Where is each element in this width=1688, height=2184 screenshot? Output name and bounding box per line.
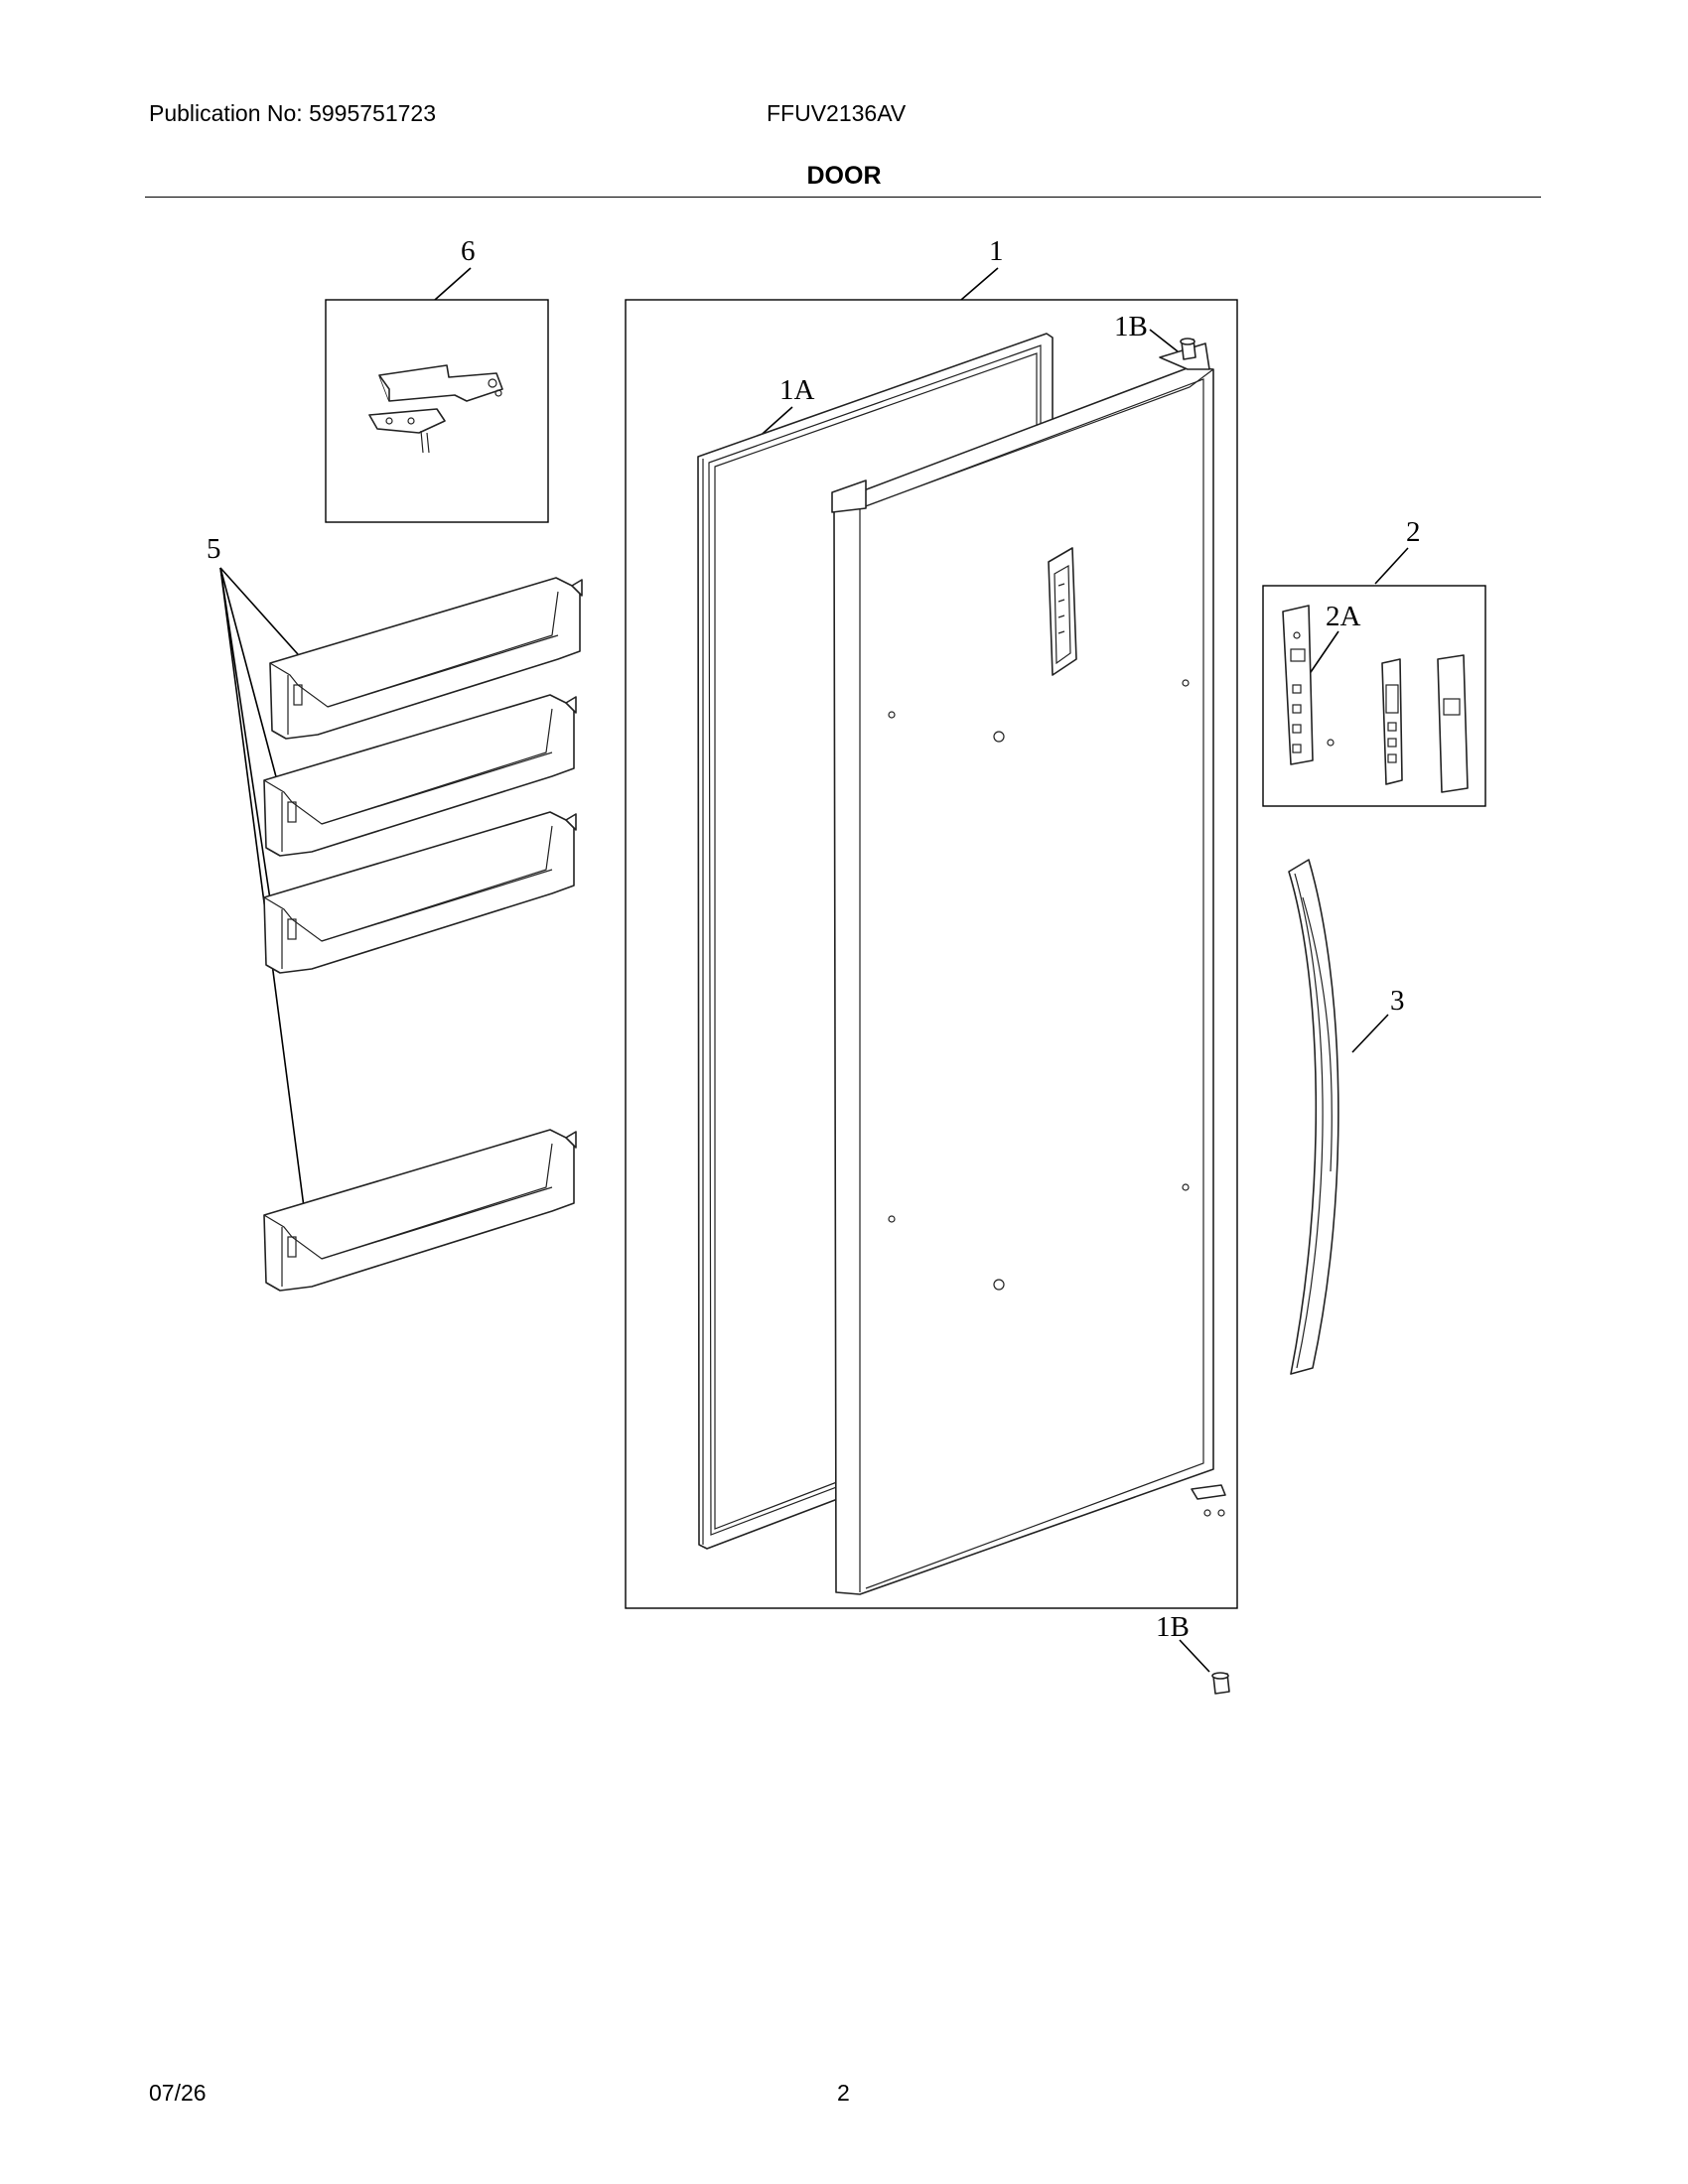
- footer-date: 07/26: [149, 2080, 207, 2106]
- door-bin-1: [269, 577, 583, 740]
- door-assembly-frame: [625, 299, 1238, 1609]
- hinge-pin-top-part: [1180, 338, 1196, 360]
- header-divider: [145, 197, 1541, 198]
- callout-control-kit: 2: [1406, 516, 1421, 548]
- callout-hinge-pin-top: 1B: [1114, 311, 1148, 342]
- hinge-pin-bottom-part: [1211, 1672, 1230, 1695]
- model-number: FFUV2136AV: [767, 100, 907, 126]
- control-cover-part: [1437, 654, 1469, 793]
- callout-door-bins: 5: [207, 533, 221, 565]
- hinge-bracket-part: [368, 364, 503, 454]
- callout-door: 1: [989, 235, 1004, 267]
- door-bin-3: [263, 811, 577, 974]
- section-title: DOOR: [806, 162, 882, 190]
- callout-gasket: 1A: [779, 374, 815, 406]
- door-panel-part: [831, 342, 1226, 1595]
- door-bin-4: [263, 1129, 577, 1292]
- footer-page-number: 2: [837, 2080, 850, 2106]
- door-handle-part: [1288, 859, 1339, 1375]
- callout-hinge-bracket: 6: [461, 235, 476, 267]
- control-kit-frame: [1262, 585, 1486, 807]
- callout-control-board: 2A: [1326, 601, 1361, 632]
- door-bin-2: [263, 694, 577, 857]
- callout-handle: 3: [1390, 985, 1405, 1017]
- publication-number: Publication No: 5995751723: [149, 100, 437, 126]
- callout-hinge-pin-bottom: 1B: [1156, 1611, 1190, 1643]
- hinge-bracket-frame: [325, 299, 549, 523]
- control-board-part: [1282, 605, 1335, 765]
- control-panel-overlay-part: [1381, 658, 1403, 785]
